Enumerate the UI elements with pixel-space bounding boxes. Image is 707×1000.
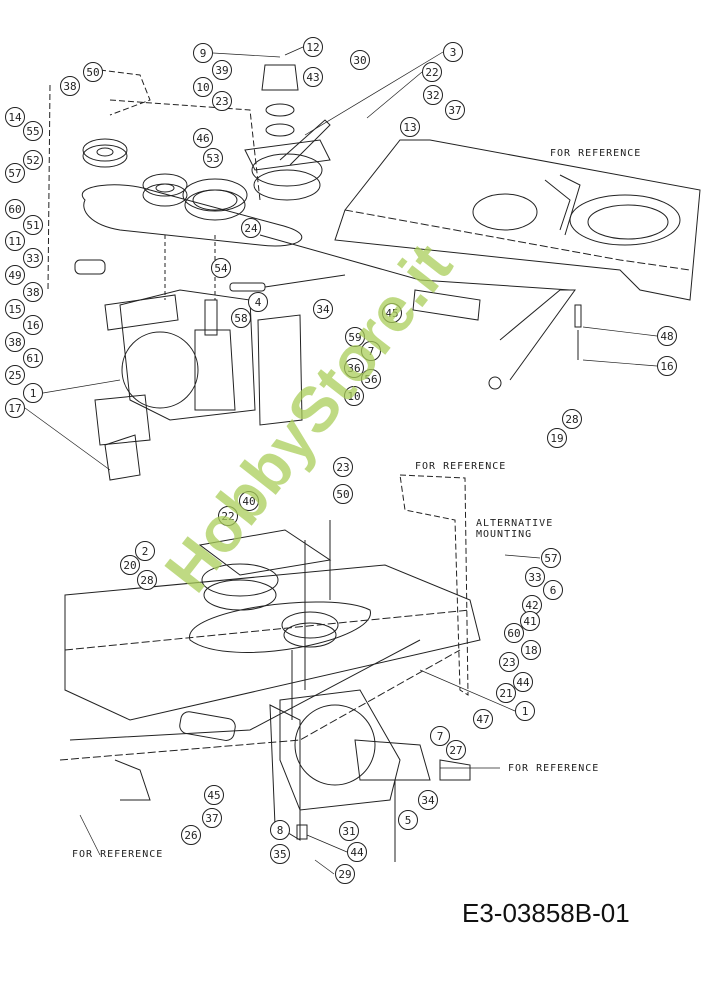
part-callout[interactable]: 41 [520,611,540,631]
part-callout[interactable]: 44 [513,672,533,692]
part-callout[interactable]: 18 [521,640,541,660]
part-callout[interactable]: 30 [350,50,370,70]
part-callout[interactable]: 14 [5,107,25,127]
part-callout[interactable]: 28 [562,409,582,429]
part-callout[interactable]: 8 [270,820,290,840]
part-callout[interactable]: 49 [5,265,25,285]
part-callout[interactable]: 15 [5,299,25,319]
part-callout[interactable]: 51 [23,215,43,235]
part-callout[interactable]: 34 [418,790,438,810]
part-callout[interactable]: 31 [339,821,359,841]
part-callout[interactable]: 25 [5,365,25,385]
bottom-transaxle [114,650,471,862]
part-callout[interactable]: 1 [23,383,43,403]
for-reference-note-top: FOR REFERENCE [550,148,642,159]
part-callout[interactable]: 4 [248,292,268,312]
part-callout[interactable]: 35 [270,844,290,864]
part-callout[interactable]: 46 [193,128,213,148]
part-callout[interactable]: 47 [473,709,493,729]
part-callout[interactable]: 61 [23,348,43,368]
part-callout[interactable]: 16 [23,315,43,335]
part-callout[interactable]: 19 [547,428,567,448]
part-callout[interactable]: 3 [443,42,463,62]
part-callout[interactable]: 45 [382,303,402,323]
top-linkage [74,234,582,390]
bottom-frame [59,474,481,761]
part-callout[interactable]: 21 [496,683,516,703]
part-callout[interactable]: 11 [5,231,25,251]
part-callout[interactable]: 50 [83,62,103,82]
top-frame [334,139,701,301]
part-callout[interactable]: 13 [400,117,420,137]
part-callout[interactable]: 20 [120,555,140,575]
part-callout[interactable]: 52 [23,150,43,170]
part-callout[interactable]: 54 [211,258,231,278]
part-callout[interactable]: 58 [231,308,251,328]
top-transaxle [94,235,303,481]
part-callout[interactable]: 26 [181,825,201,845]
for-reference-note-right: FOR REFERENCE [508,763,600,774]
part-callout[interactable]: 9 [193,43,213,63]
part-callout[interactable]: 10 [193,77,213,97]
leader-lines [24,46,658,875]
part-callout[interactable]: 6 [543,580,563,600]
part-callout[interactable]: 37 [445,100,465,120]
part-callout[interactable]: 60 [504,623,524,643]
part-callout[interactable]: 45 [204,785,224,805]
for-reference-note-mid: FOR REFERENCE [415,461,507,472]
part-callout[interactable]: 23 [499,652,519,672]
part-callout[interactable]: 33 [23,248,43,268]
part-callout[interactable]: 37 [202,808,222,828]
part-callout[interactable]: 16 [657,356,677,376]
part-callout[interactable]: 44 [347,842,367,862]
part-callout[interactable]: 36 [344,358,364,378]
part-callout[interactable]: 5 [398,810,418,830]
part-callout[interactable]: 60 [5,199,25,219]
part-callout[interactable]: 1 [515,701,535,721]
part-callout[interactable]: 50 [333,484,353,504]
part-callout[interactable]: 55 [23,121,43,141]
part-callout[interactable]: 33 [525,567,545,587]
top-belt-assembly [47,64,331,291]
part-callout[interactable]: 23 [333,457,353,477]
part-callout[interactable]: 7 [430,726,450,746]
part-callout[interactable]: 53 [203,148,223,168]
part-callout[interactable]: 57 [541,548,561,568]
part-callout[interactable]: 57 [5,163,25,183]
part-callout[interactable]: 22 [218,506,238,526]
part-callout[interactable]: 59 [345,327,365,347]
for-reference-note-bottom: FOR REFERENCE [72,849,164,860]
part-callout[interactable]: 56 [361,369,381,389]
part-callout[interactable]: 12 [303,37,323,57]
part-callout[interactable]: 27 [446,740,466,760]
part-callout[interactable]: 34 [313,299,333,319]
part-callout[interactable]: 38 [60,76,80,96]
part-callout[interactable]: 38 [5,332,25,352]
part-callout[interactable]: 7 [361,341,381,361]
part-callout[interactable]: 43 [303,67,323,87]
part-callout[interactable]: 10 [344,386,364,406]
bottom-pulley-assembly [189,520,371,690]
drawing-code: E3-03858B-01 [462,898,630,928]
part-callout[interactable]: 38 [23,282,43,302]
part-callout[interactable]: 23 [212,91,232,111]
part-callout[interactable]: 17 [5,398,25,418]
part-callout[interactable]: 39 [212,60,232,80]
part-callout[interactable]: 2 [135,541,155,561]
part-callout[interactable]: 32 [423,85,443,105]
part-callout[interactable]: 28 [137,570,157,590]
alternative-mounting-note: ALTERNATIVE MOUNTING [476,518,554,540]
part-callout[interactable]: 48 [657,326,677,346]
part-callout[interactable]: 24 [241,218,261,238]
part-callout[interactable]: 40 [239,491,259,511]
part-callout[interactable]: 22 [422,62,442,82]
part-callout[interactable]: 29 [335,864,355,884]
